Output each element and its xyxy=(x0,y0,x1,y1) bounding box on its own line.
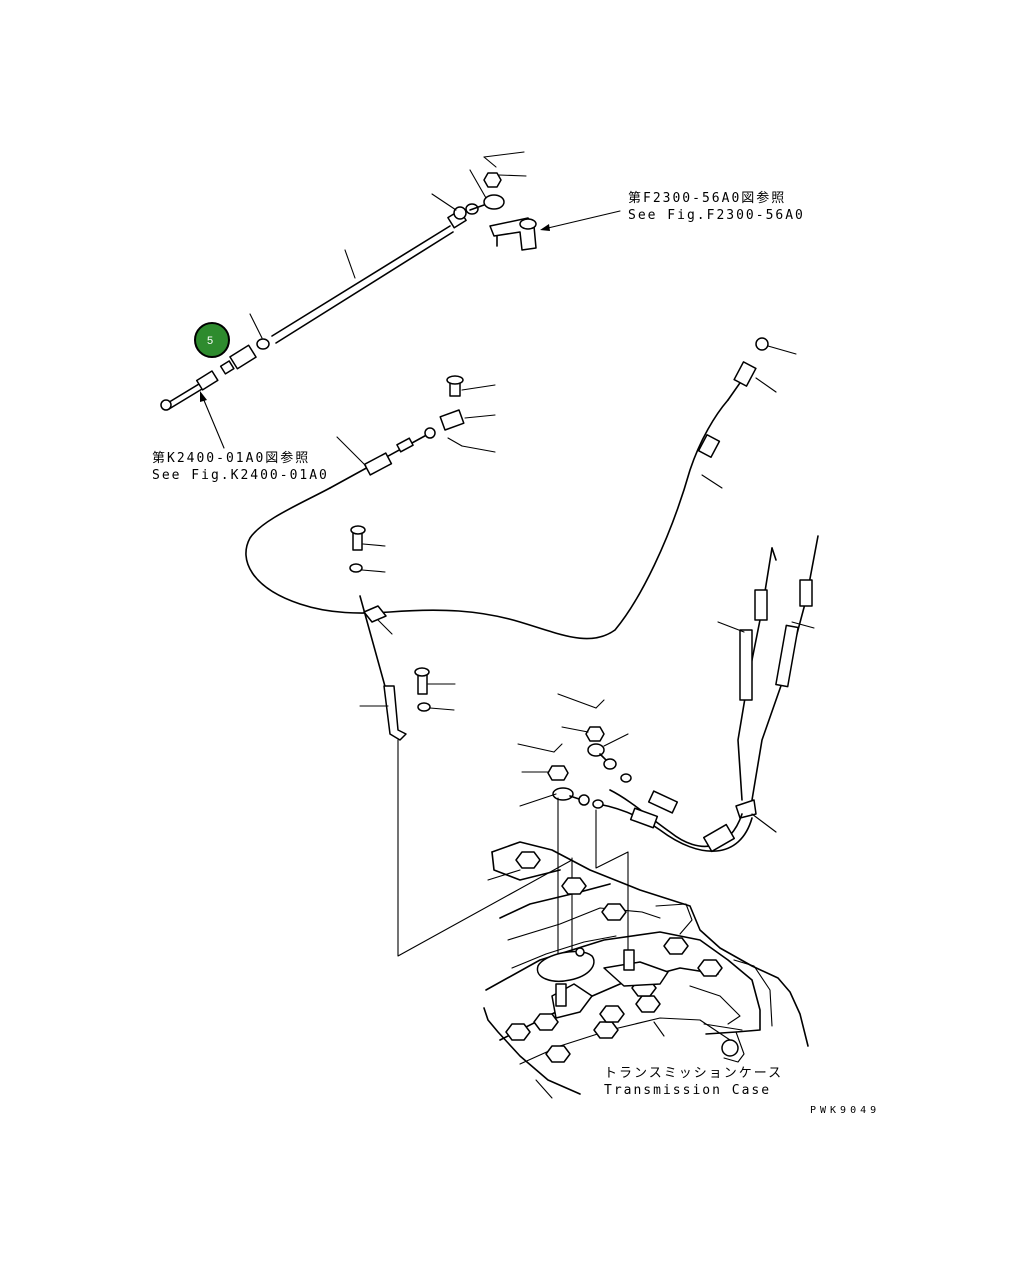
case-label-en: Transmission Case xyxy=(604,1083,771,1098)
case-bolts xyxy=(505,851,723,1063)
transmission-case xyxy=(483,841,809,1099)
ref-upper-right-ja: 第F2300-56A0図参照 xyxy=(628,190,786,206)
middle-cable-assembly xyxy=(245,337,797,957)
ref-upper-right-en: See Fig.F2300-56A0 xyxy=(628,208,805,223)
upper-rod-assembly xyxy=(160,151,621,449)
twin-cables xyxy=(592,535,819,853)
ref-left-ja: 第K2400-01A0図参照 xyxy=(152,450,310,466)
ref-left-en: See Fig.K2400-01A0 xyxy=(152,468,329,483)
callout-badge-number[interactable]: 5 xyxy=(207,335,213,347)
case-label-ja: トランスミッションケース xyxy=(604,1066,783,1081)
callout-badge[interactable]: 5 xyxy=(194,322,230,358)
callout-badge-circle[interactable] xyxy=(194,322,230,358)
labels: 第F2300-56A0図参照 See Fig.F2300-56A0 第K2400… xyxy=(152,190,880,1116)
drawing-code: PWK9049 xyxy=(810,1105,880,1116)
